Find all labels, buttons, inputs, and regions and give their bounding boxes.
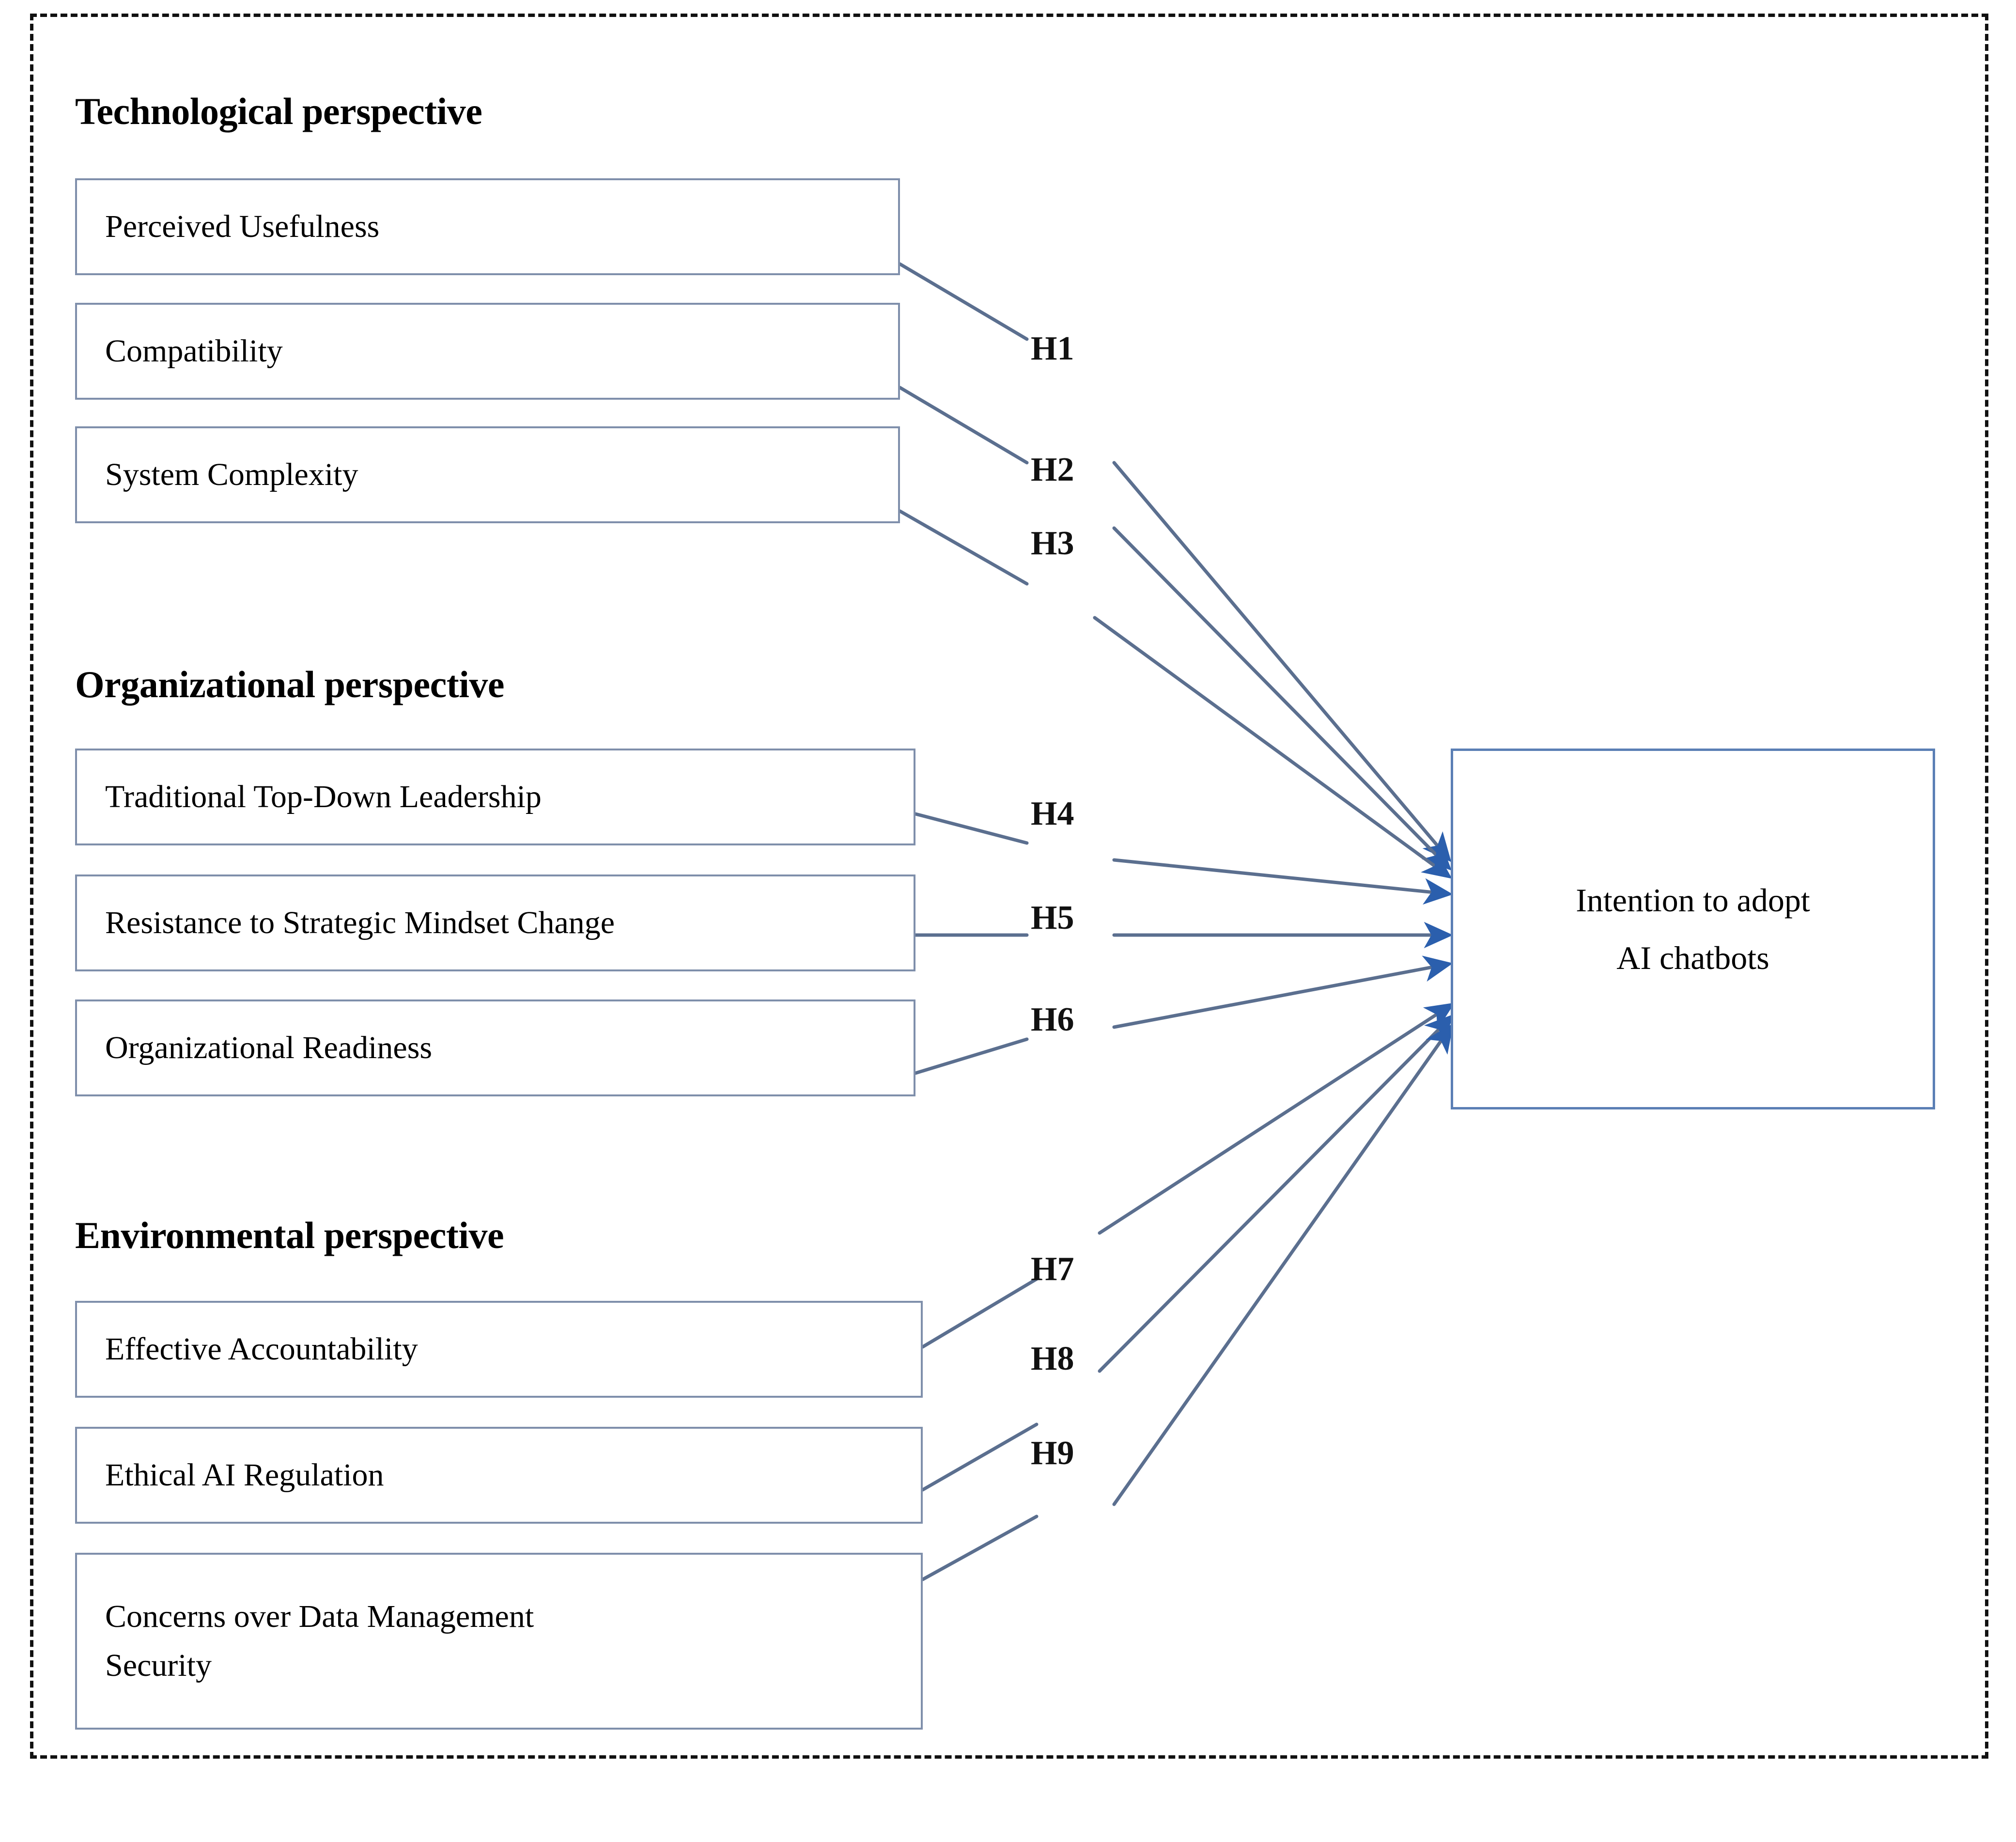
hypothesis-label-h8: H8 bbox=[1031, 1340, 1074, 1377]
diagram-outer-frame bbox=[30, 14, 1988, 1759]
factor-box-resistance-to-strategic-mindset-change[interactable]: Resistance to Strategic Mindset Change bbox=[75, 874, 915, 971]
section-heading-technological: Technological perspective bbox=[75, 90, 482, 132]
factor-label: Resistance to Strategic Mindset Change bbox=[105, 905, 615, 940]
factor-box-compatibility[interactable]: Compatibility bbox=[75, 303, 900, 400]
hypothesis-label-h7: H7 bbox=[1031, 1250, 1074, 1288]
target-label-line-1: Intention to adopt bbox=[1576, 881, 1810, 919]
factor-box-perceived-usefulness[interactable]: Perceived Usefulness bbox=[75, 178, 900, 275]
hypothesis-label-h6: H6 bbox=[1031, 1001, 1074, 1038]
factor-label: System Complexity bbox=[105, 456, 358, 492]
hypothesis-label-h5: H5 bbox=[1031, 899, 1074, 937]
target-label: Intention to adopt AI chatbots bbox=[1576, 872, 1810, 987]
factor-label-multiline: Concerns over Data Management Security bbox=[105, 1592, 534, 1690]
factor-label-line-1: Concerns over Data Management bbox=[105, 1599, 534, 1635]
factor-box-effective-accountability[interactable]: Effective Accountability bbox=[75, 1301, 923, 1398]
hypothesis-label-h2: H2 bbox=[1031, 451, 1074, 488]
hypothesis-label-h9: H9 bbox=[1031, 1435, 1074, 1472]
target-box-intention-to-adopt-ai-chatbots[interactable]: Intention to adopt AI chatbots bbox=[1451, 749, 1935, 1109]
factor-box-ethical-ai-regulation[interactable]: Ethical AI Regulation bbox=[75, 1427, 923, 1524]
factor-box-concerns-over-data-management-security[interactable]: Concerns over Data Management Security bbox=[75, 1553, 923, 1730]
hypothesis-label-h1: H1 bbox=[1031, 330, 1074, 367]
factor-box-organizational-readiness[interactable]: Organizational Readiness bbox=[75, 999, 915, 1096]
factor-box-traditional-top-down-leadership[interactable]: Traditional Top-Down Leadership bbox=[75, 749, 915, 845]
factor-label: Ethical AI Regulation bbox=[105, 1457, 384, 1493]
factor-label-line-2: Security bbox=[105, 1647, 212, 1683]
factor-box-system-complexity[interactable]: System Complexity bbox=[75, 426, 900, 523]
target-label-line-2: AI chatbots bbox=[1616, 939, 1769, 976]
factor-label: Organizational Readiness bbox=[105, 1030, 433, 1065]
hypothesis-label-h4: H4 bbox=[1031, 795, 1074, 832]
hypothesis-label-h3: H3 bbox=[1031, 525, 1074, 562]
factor-label: Perceived Usefulness bbox=[105, 208, 380, 244]
factor-label: Compatibility bbox=[105, 333, 283, 369]
factor-label: Traditional Top-Down Leadership bbox=[105, 779, 542, 814]
section-heading-organizational: Organizational perspective bbox=[75, 663, 505, 705]
section-heading-environmental: Environmental perspective bbox=[75, 1214, 504, 1256]
factor-label: Effective Accountability bbox=[105, 1331, 418, 1367]
